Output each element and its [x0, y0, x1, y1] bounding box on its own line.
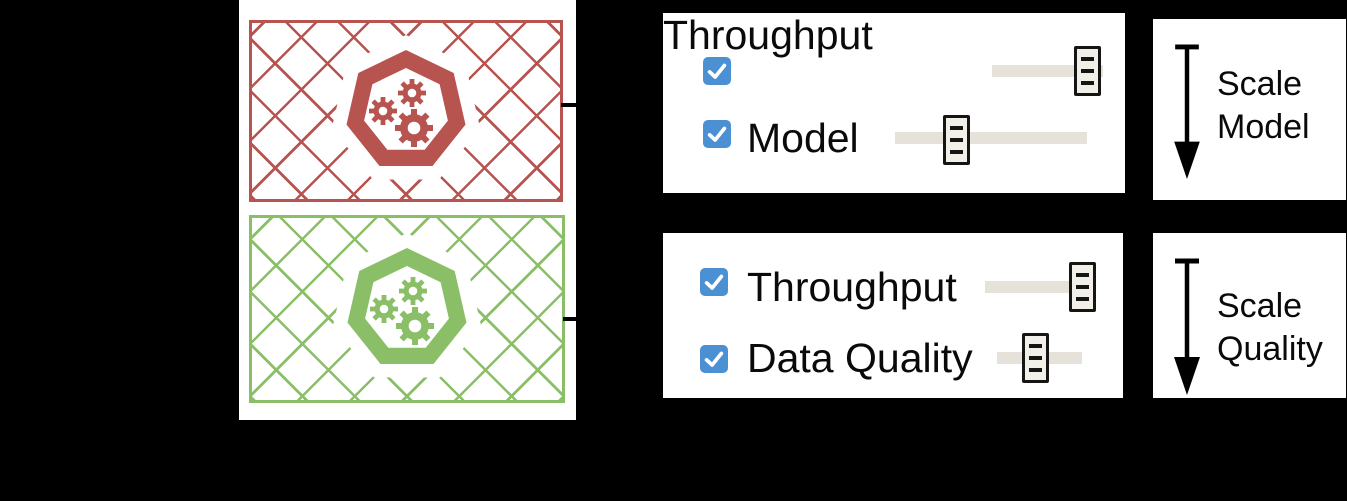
checkmark-icon	[704, 274, 724, 290]
cluster-panel	[239, 0, 576, 420]
kubernetes-cluster-icon	[331, 35, 481, 180]
model-checkbox[interactable]	[703, 120, 731, 148]
gears-icon	[370, 277, 434, 345]
connector-line-top	[561, 103, 577, 107]
down-arrow-icon	[1174, 258, 1200, 395]
connector-line-bottom	[563, 317, 577, 321]
throughput-label: Throughput	[747, 264, 957, 310]
checkmark-icon	[707, 126, 727, 142]
model-slider-handle[interactable]	[943, 115, 970, 165]
model-label: Model	[747, 115, 859, 161]
kubernetes-cluster-icon	[332, 233, 482, 378]
throughput-label: Throughput	[663, 12, 873, 58]
red-cluster-box	[249, 20, 563, 202]
checkmark-icon	[707, 63, 727, 79]
throughput-checkbox[interactable]	[703, 57, 731, 85]
control-panel-quality: Throughput Data Quality	[663, 233, 1123, 398]
throughput-slider-handle[interactable]	[1074, 46, 1101, 96]
gears-icon	[369, 79, 433, 147]
green-cluster-box	[249, 215, 565, 403]
data-quality-checkbox[interactable]	[700, 345, 728, 373]
control-panel-model: Throughput Model	[663, 13, 1125, 193]
scale-quality-label: Scale Quality	[1217, 287, 1323, 368]
checkmark-icon	[704, 351, 724, 367]
down-arrow-icon	[1174, 44, 1200, 180]
throughput-slider-handle[interactable]	[1069, 262, 1096, 312]
scale-quality-panel: Scale Quality	[1153, 233, 1346, 398]
scale-model-label: Scale Model	[1217, 65, 1310, 146]
data-quality-label: Data Quality	[747, 335, 973, 381]
throughput-slider-track[interactable]	[985, 281, 1094, 293]
scale-model-panel: Scale Model	[1153, 19, 1346, 200]
model-slider-track[interactable]	[895, 132, 1087, 144]
data-quality-slider-handle[interactable]	[1022, 333, 1049, 383]
throughput-checkbox[interactable]	[700, 268, 728, 296]
